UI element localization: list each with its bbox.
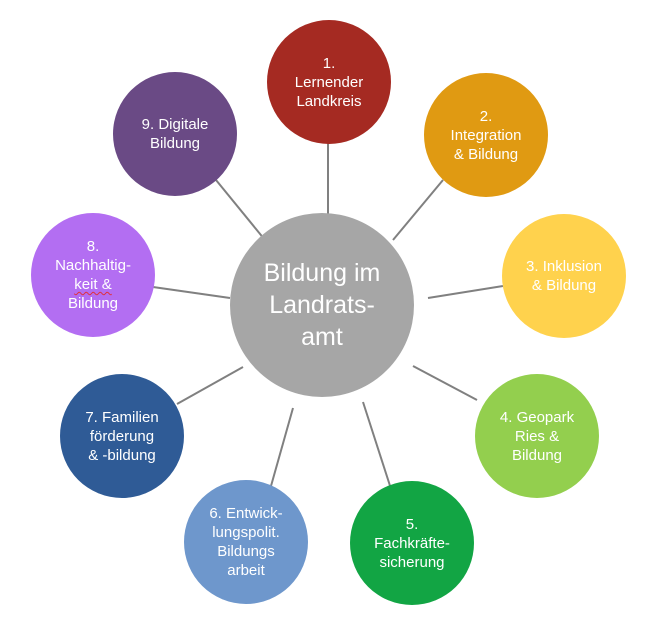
node-5-label-line-2: Fachkräfte- [374,534,450,552]
connector-line-7 [176,366,244,405]
connector-line-9 [215,179,266,241]
center-label-line-2: Landrats- [269,291,375,319]
node-3-inklusion-bildung: 3. Inklusion & Bildung [502,214,626,338]
node-8-label-line-1: 8. [86,238,100,255]
node-8-label-line-3: keit & [74,276,112,293]
node-2-integration-bildung: 2. Integration & Bildung [424,73,548,197]
node-4-geopark-ries-bildung: 4. Geopark Ries & Bildung [475,374,599,498]
node-7-label-line-3: & -bildung [88,446,156,464]
node-6-label-line-1: 6. Entwick- [209,505,283,522]
node-6-label-line-2: lungspolit. [212,524,280,541]
node-5-label-line-1: 5. [405,515,419,533]
node-9-label-line-1: 9. Digitale [141,116,209,133]
connector-line-2 [392,179,444,241]
center-node: Bildung im Landrats- amt [230,213,414,397]
node-1-label-line-3: Landkreis [296,92,362,110]
node-4-label-line-3: Bildung [511,446,563,464]
node-9-digitale-bildung: 9. Digitale Bildung [113,72,237,196]
center-label-line-1: Bildung im [263,259,381,287]
node-2-label-line-2: Integration [450,126,522,144]
node-6-label-line-3: Bildungs [217,543,275,560]
node-2-label-line-3: & Bildung [453,145,519,163]
node-9-label-line-2: Bildung [149,135,201,152]
node-2-label-line-1: 2. [479,107,493,125]
node-3-label-line-1: 3. Inklusion [526,258,602,275]
connector-line-4 [412,365,478,401]
node-7-familienfoerderung-bildung: 7. Familien förderung & -bildung [60,374,184,498]
node-8-label-line-2: Nachhaltig- [55,257,131,274]
connector-line-5 [362,401,393,493]
node-1-label-line-2: Lernender [294,73,364,91]
node-5-fachkraeftesicherung: 5. Fachkräfte- sicherung [350,481,474,605]
node-5-label-line-3: sicherung [379,553,445,571]
node-1-lernender-landkreis: 1. Lernender Landkreis [267,20,391,144]
node-3-label-line-2: & Bildung [531,277,597,294]
node-4-label-line-1: 4. Geopark [499,408,575,426]
node-6-label-line-4: arbeit [227,562,265,579]
center-label-line-3: amt [301,323,343,351]
node-1-label-line-1: 1. [322,54,336,72]
node-7-label-line-2: förderung [89,427,155,445]
connector-line-6 [270,407,294,487]
connector-line-8 [152,286,231,299]
node-8-nachhaltigkeit-bildung: 8. Nachhaltig- keit & Bildung [31,213,155,337]
node-8-label-line-4: Bildung [67,295,119,312]
node-7-label-line-1: 7. Familien [85,408,159,426]
connector-line-3 [427,285,504,299]
node-4-label-line-2: Ries & [514,427,560,445]
node-6-entwicklungspolitische-bildungsarbeit: 6. Entwick- lungspolit. Bildungs arbeit [184,480,308,604]
